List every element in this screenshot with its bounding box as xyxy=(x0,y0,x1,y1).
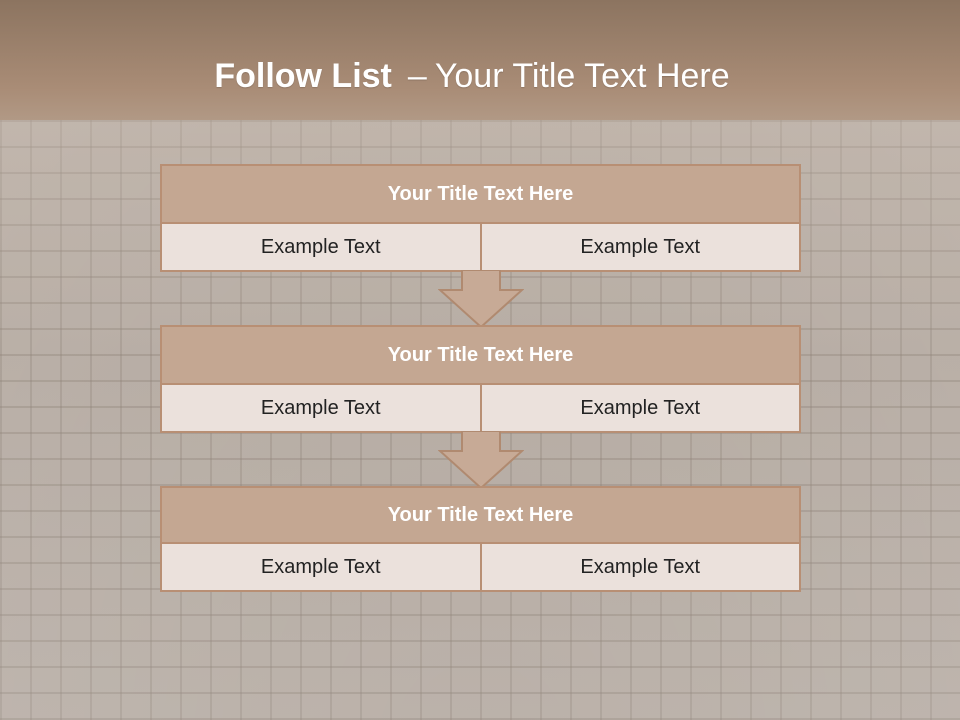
step-row-2: Example Text Example Text xyxy=(162,385,799,431)
step-2-right-cell: Example Text xyxy=(479,385,799,431)
step-1-right-cell: Example Text xyxy=(479,224,799,270)
step-3-right-cell: Example Text xyxy=(479,544,799,590)
step-block-1: Your Title Text Here Example Text Exampl… xyxy=(160,164,801,272)
slide-title: Follow List–Your Title Text Here xyxy=(0,52,944,100)
step-3-left-cell: Example Text xyxy=(162,544,480,590)
step-block-3: Your Title Text Here Example Text Exampl… xyxy=(160,486,801,592)
down-arrow-icon xyxy=(438,270,524,328)
title-rest: Your Title Text Here xyxy=(434,57,730,95)
step-2-left-cell: Example Text xyxy=(162,385,480,431)
step-1-left-cell: Example Text xyxy=(162,224,480,270)
step-title-1: Your Title Text Here xyxy=(162,166,799,224)
down-arrow-icon xyxy=(438,431,524,489)
step-row-3: Example Text Example Text xyxy=(162,544,799,590)
step-block-2: Your Title Text Here Example Text Exampl… xyxy=(160,325,801,433)
step-title-3: Your Title Text Here xyxy=(162,488,799,544)
title-bold: Follow List xyxy=(214,57,392,95)
step-title-2: Your Title Text Here xyxy=(162,327,799,385)
step-row-1: Example Text Example Text xyxy=(162,224,799,270)
title-separator: – xyxy=(407,57,427,95)
